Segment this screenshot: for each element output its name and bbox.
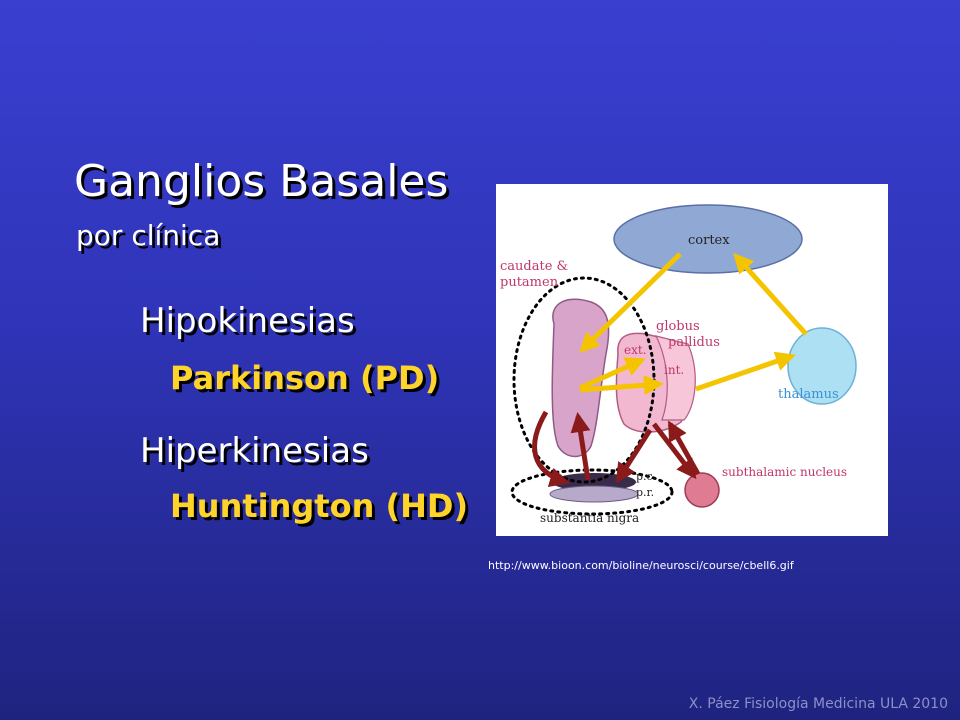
- stn-to-gpi-arrow: [667, 420, 701, 476]
- gpi-to-thalamus-arrow: [695, 351, 796, 392]
- gpe-to-stn-arrow: [652, 422, 697, 480]
- category-hiperkinesias: Hiperkinesias: [140, 431, 369, 471]
- disease-huntington: Huntington (HD): [170, 487, 469, 525]
- category-hipokinesias: Hipokinesias: [140, 301, 355, 341]
- label-caudate: caudate &: [500, 259, 568, 274]
- gp-to-nigra-arrow: [615, 428, 653, 484]
- label-pr: p.r.: [636, 486, 654, 499]
- thalamus-to-cortex-arrow: [733, 253, 808, 336]
- slide-title: Ganglios Basales: [74, 156, 449, 207]
- label-ext: ext.: [624, 343, 647, 357]
- substantia-nigra-pr: [549, 485, 639, 503]
- source-url: http://www.bioon.com/bioline/neurosci/co…: [488, 559, 794, 572]
- striatum-to-gpe-arrow: [578, 357, 646, 391]
- label-subthalamic: subthalamic nucleus: [722, 465, 847, 479]
- globus-pallidus-internal: [654, 335, 696, 421]
- basal-ganglia-svg: cortex caudate & putamen globus pallidus…: [500, 204, 857, 525]
- label-thalamus: thalamus: [778, 387, 839, 402]
- subthalamic-nucleus-region: [684, 472, 720, 508]
- label-int: int.: [664, 363, 684, 377]
- nigra-to-striatum-arrow: [570, 412, 591, 481]
- nigra-dotted-outline: [510, 468, 674, 516]
- striatum-to-nigra-arrow: [532, 410, 570, 488]
- disease-parkinson: Parkinson (PD): [170, 359, 440, 397]
- label-substantia-nigra: substantia nigra: [540, 511, 639, 525]
- slide-footer: X. Páez Fisiología Medicina ULA 2010: [688, 696, 948, 712]
- striatum-to-gpi-arrow: [579, 375, 664, 396]
- label-pallidus: pallidus: [668, 335, 720, 350]
- label-pc: p.c.: [636, 470, 656, 483]
- basal-ganglia-diagram: cortex caudate & putamen globus pallidus…: [496, 184, 888, 536]
- label-putamen: putamen: [500, 275, 559, 290]
- cortex-region: [613, 204, 803, 274]
- slide-subtitle: por clínica: [76, 219, 221, 252]
- cortex-to-striatum-arrow: [579, 252, 682, 353]
- label-cortex: cortex: [688, 233, 730, 248]
- label-globus: globus: [656, 319, 700, 334]
